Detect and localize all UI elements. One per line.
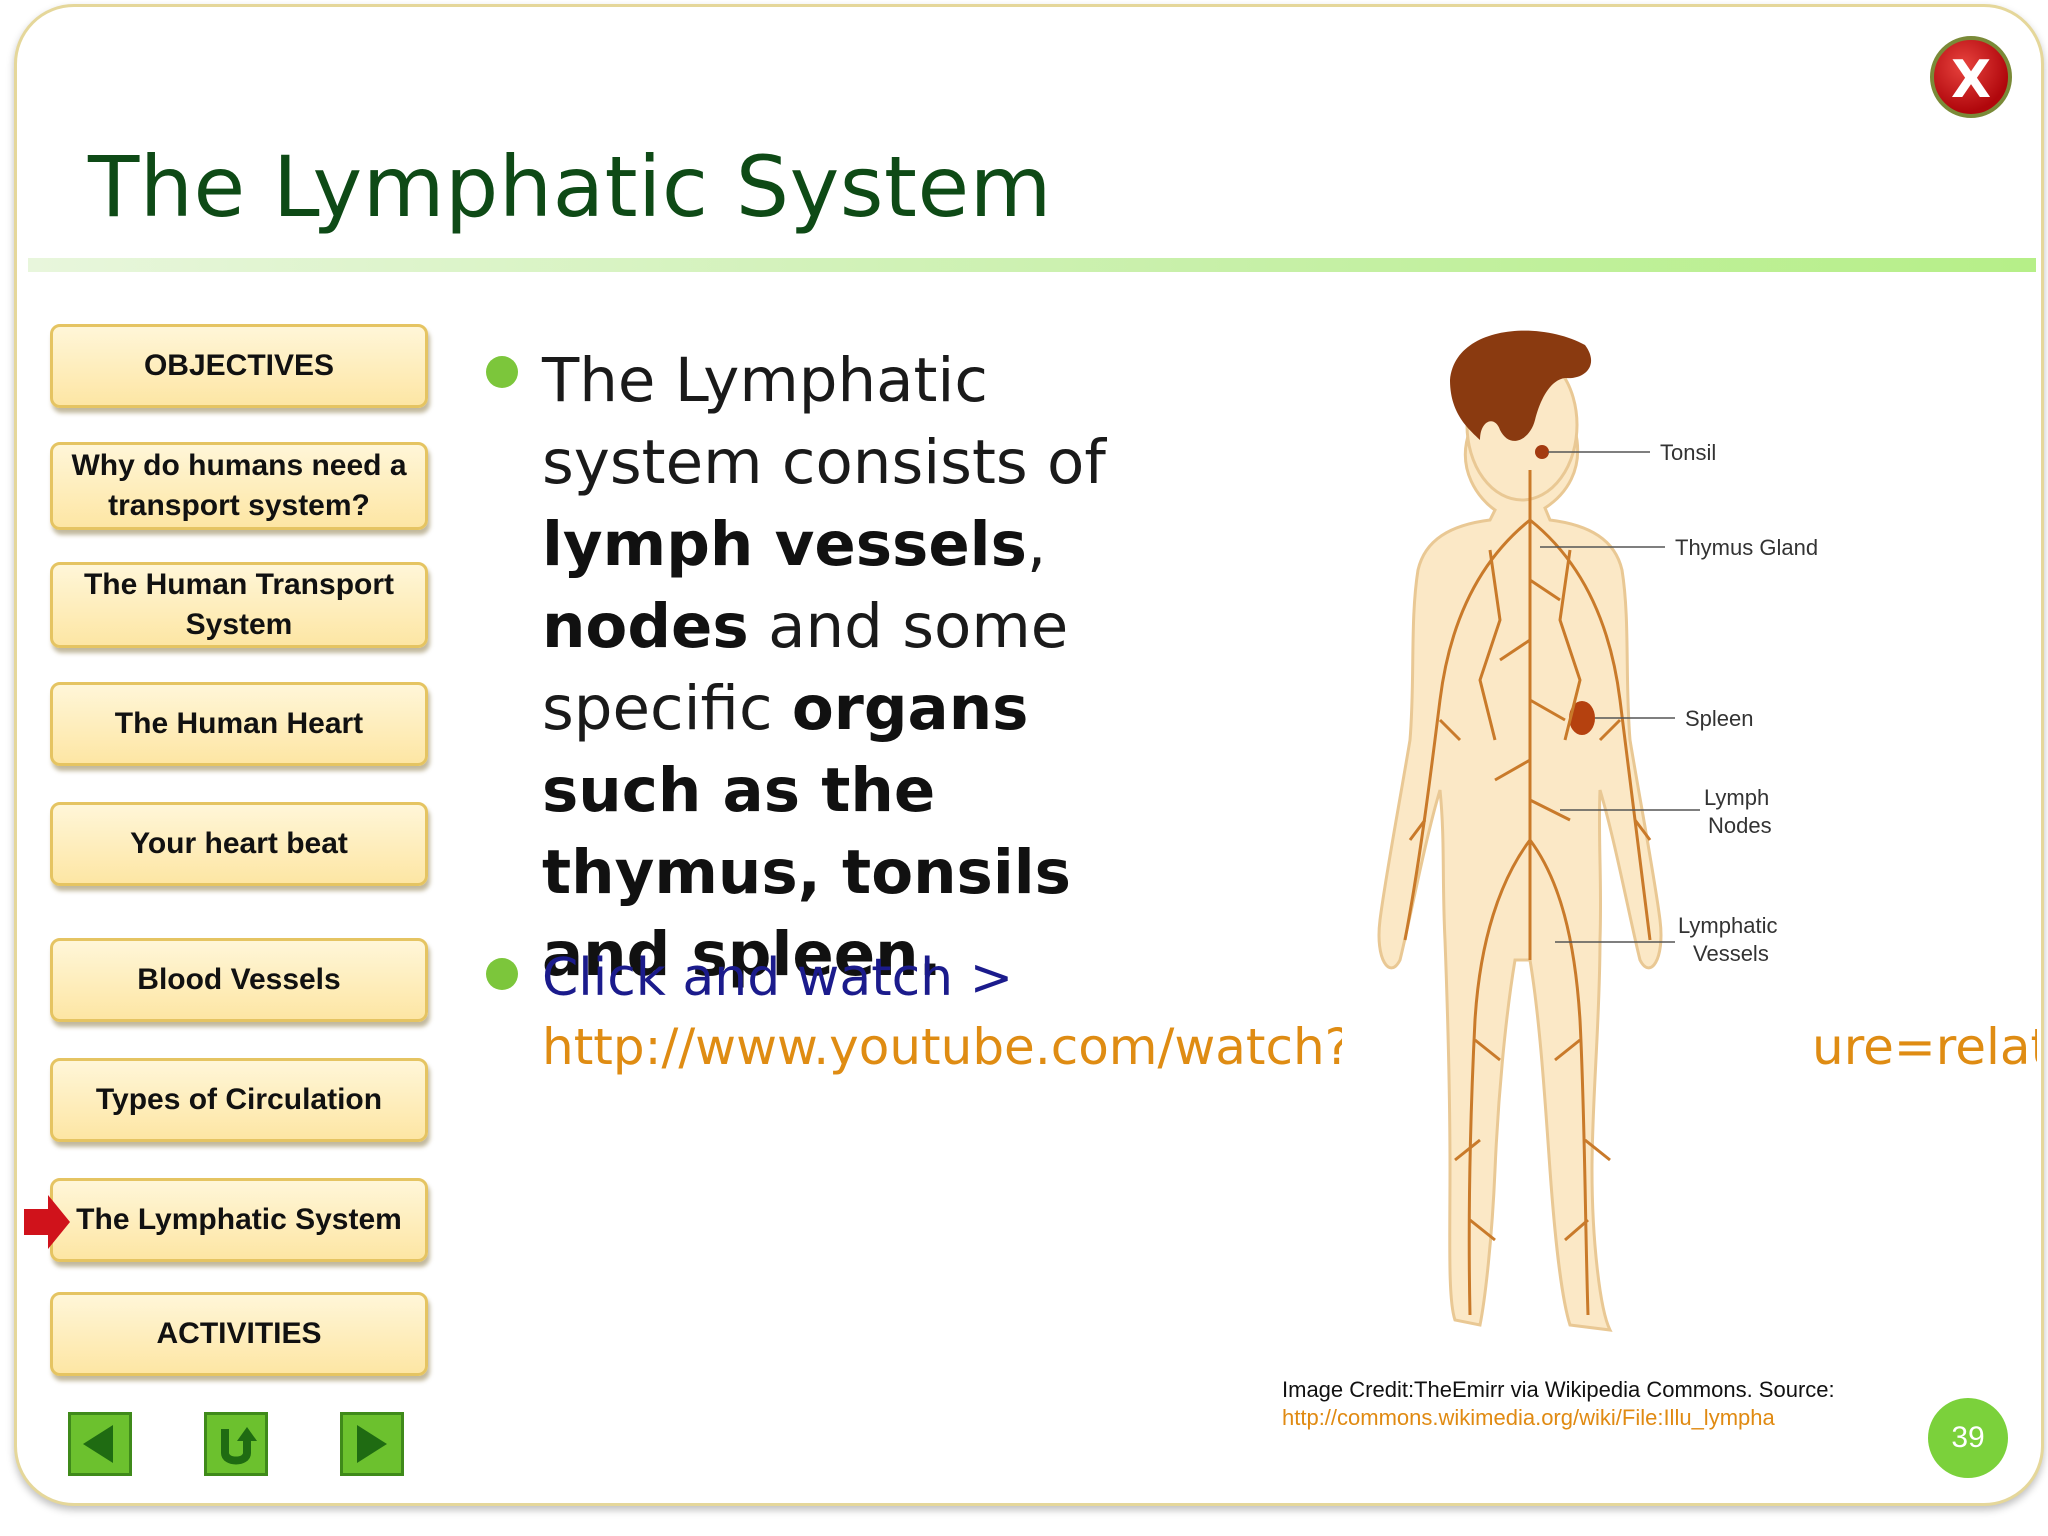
label-thymus-gland: Thymus Gland (1675, 535, 1818, 560)
back-button[interactable] (68, 1412, 132, 1476)
description-text: The Lymphatic system consists of (542, 345, 1106, 498)
label-spleen: Spleen (1685, 706, 1754, 731)
lymphatic-description: The Lymphatic system consists of lymph v… (542, 340, 1202, 996)
label-lymphatic-vessels-line2: Vessels (1693, 941, 1769, 966)
label-lymphatic-vessels-line1: Lymphatic (1678, 913, 1777, 938)
image-credit-text: Image Credit:TheEmirr via Wikipedia Comm… (1282, 1377, 1835, 1402)
page-title: The Lymphatic System (88, 138, 1052, 236)
video-url-link-end[interactable]: ure=relate (1812, 1018, 2037, 1076)
label-lymph-nodes-line2: Nodes (1708, 813, 1772, 838)
description-text: and some specific (542, 591, 1069, 744)
nav-item-human-heart[interactable]: The Human Heart (50, 682, 428, 766)
label-tonsil: Tonsil (1660, 440, 1716, 465)
description-bold-nodes: nodes (542, 591, 749, 662)
next-arrow-icon (357, 1425, 387, 1463)
label-lymph-nodes-line1: Lymph (1704, 785, 1769, 810)
nav-item-human-transport-system[interactable]: The Human Transport System (50, 562, 428, 648)
description-text: , (1026, 509, 1047, 580)
bullet-icon (486, 958, 518, 990)
description-bold-organs: organs such as the thymus, tonsils and s… (542, 673, 1071, 990)
page-number-badge: 39 (1928, 1398, 2008, 1478)
nav-item-objectives[interactable]: OBJECTIVES (50, 324, 428, 408)
description-bold-vessels: lymph vessels (542, 509, 1027, 580)
back-arrow-icon (83, 1425, 113, 1463)
return-button[interactable] (204, 1412, 268, 1476)
title-divider (28, 258, 2036, 272)
close-button[interactable]: X (1930, 36, 2012, 118)
image-credit: Image Credit:TheEmirr via Wikipedia Comm… (1282, 1376, 1835, 1432)
click-and-watch-link[interactable]: Click and watch > (542, 948, 1014, 1008)
video-url-link[interactable]: http://www.youtube.com/watch?v (542, 1018, 1342, 1076)
nav-item-why-transport[interactable]: Why do humans need a transport system? (50, 442, 428, 530)
nav-item-heart-beat[interactable]: Your heart beat (50, 802, 428, 886)
nav-item-types-circulation[interactable]: Types of Circulation (50, 1058, 428, 1142)
lymphatic-system-illustration: Tonsil Thymus Gland Spleen Lymph Nodes L… (1377, 330, 1818, 1332)
nav-item-blood-vessels[interactable]: Blood Vessels (50, 938, 428, 1022)
nav-item-lymphatic-system[interactable]: The Lymphatic System (50, 1178, 428, 1262)
bullet-icon (486, 356, 518, 388)
return-icon (221, 1427, 257, 1465)
image-credit-link[interactable]: http://commons.wikimedia.org/wiki/File:I… (1282, 1405, 1775, 1430)
nav-item-activities[interactable]: ACTIVITIES (50, 1292, 428, 1376)
next-button[interactable] (340, 1412, 404, 1476)
current-page-arrow-icon (24, 1195, 70, 1249)
